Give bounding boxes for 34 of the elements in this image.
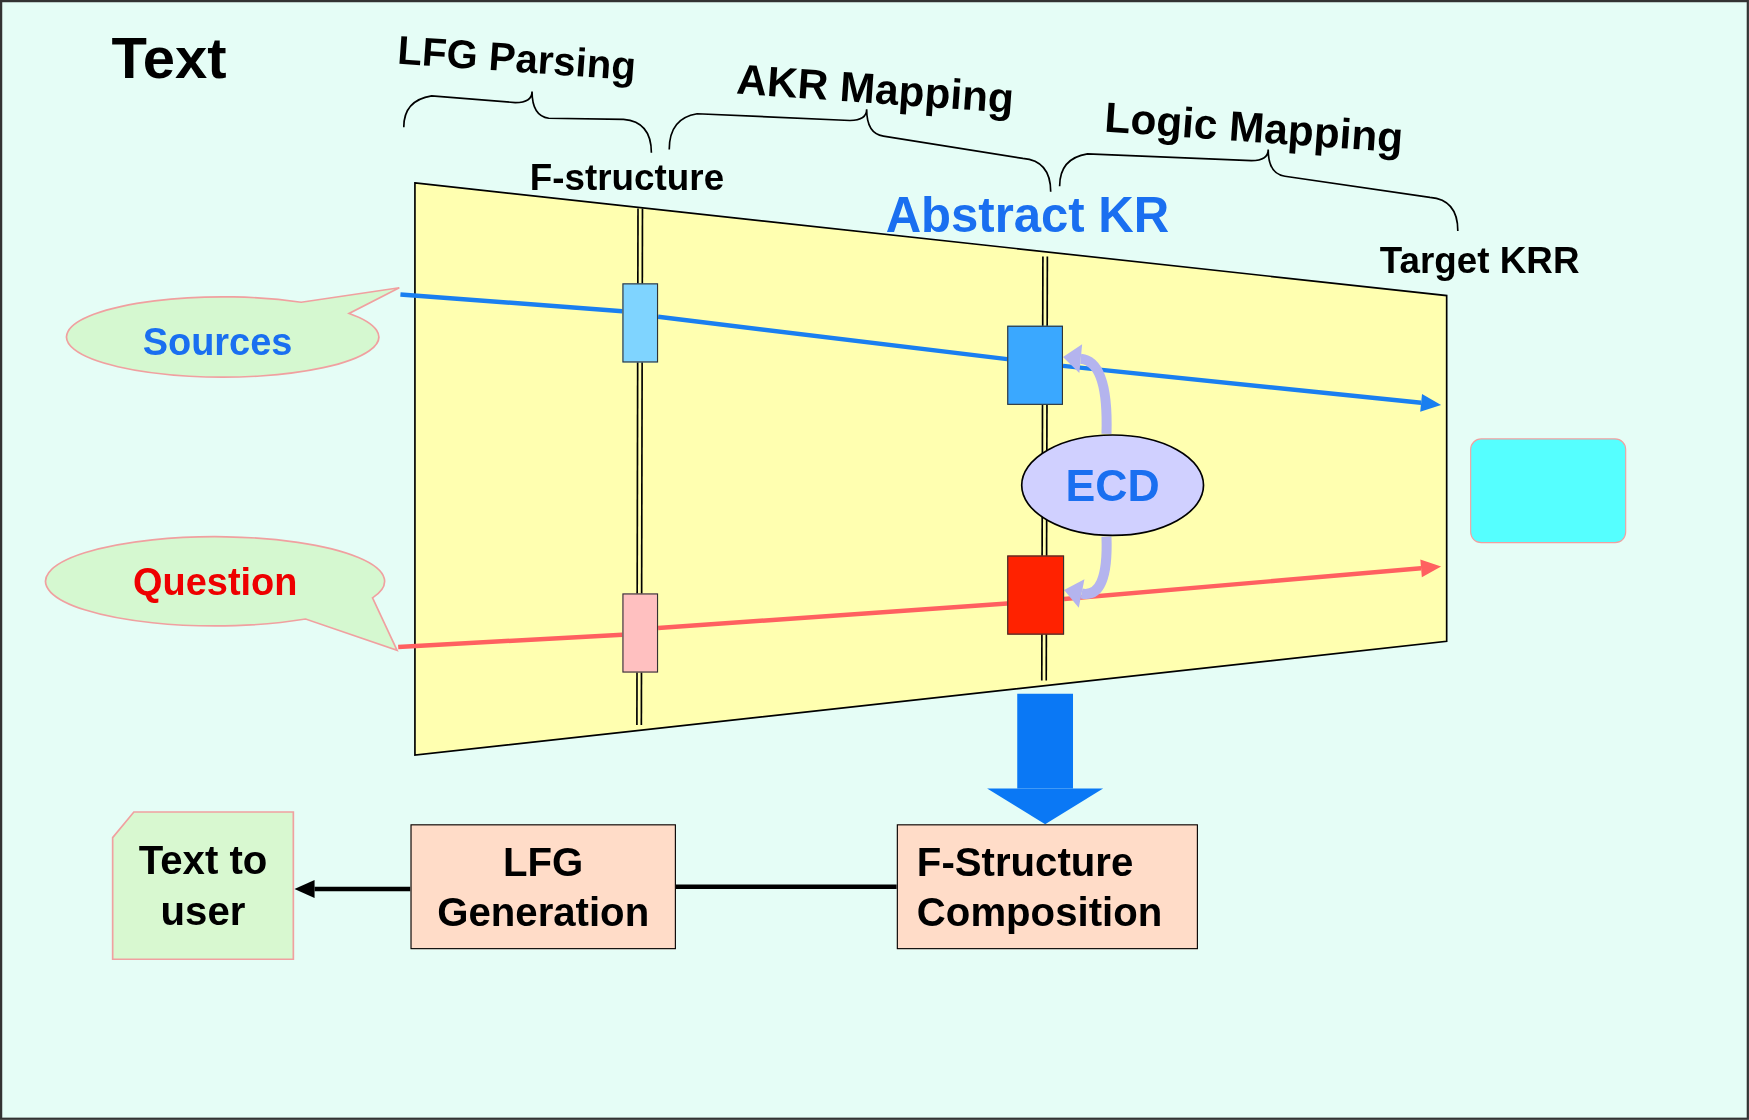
speech-bubble bbox=[44, 533, 399, 652]
process-box bbox=[410, 824, 676, 950]
small-block bbox=[1007, 555, 1065, 635]
small-block bbox=[1007, 325, 1063, 405]
node-label: Question bbox=[133, 558, 298, 605]
connector-line bbox=[657, 601, 1008, 631]
level-label: Abstract KR bbox=[885, 187, 1170, 244]
arrow bbox=[294, 880, 411, 898]
node-label: LFG Generation bbox=[436, 837, 651, 937]
small-block bbox=[622, 593, 659, 673]
stage-label: AKR Mapping bbox=[735, 55, 1016, 123]
connector-line bbox=[398, 632, 623, 650]
arrow bbox=[1063, 344, 1112, 434]
arrow bbox=[1063, 536, 1112, 608]
small-block bbox=[622, 283, 659, 363]
document-shape bbox=[111, 810, 295, 961]
node-label: Sources bbox=[142, 318, 293, 365]
ellipse-node bbox=[1020, 433, 1205, 537]
rounded-box bbox=[1470, 438, 1627, 544]
process-box bbox=[896, 824, 1198, 950]
connector-line bbox=[657, 314, 1008, 362]
node-label: ECD bbox=[1065, 459, 1160, 512]
title-text: Text bbox=[111, 24, 227, 92]
connector-line bbox=[675, 884, 897, 889]
stage-label: LFG Parsing bbox=[396, 26, 638, 91]
stage-label: Logic Mapping bbox=[1103, 93, 1405, 163]
level-label: Target KRR bbox=[1379, 239, 1580, 283]
arrow bbox=[987, 693, 1104, 825]
arrow bbox=[1062, 363, 1442, 412]
node-label: Text to user bbox=[137, 836, 269, 936]
level-label: F-structure bbox=[529, 156, 725, 199]
node-label: F-Structure Composition bbox=[916, 837, 1164, 937]
connector-line bbox=[400, 292, 623, 314]
arrow bbox=[1063, 559, 1442, 602]
